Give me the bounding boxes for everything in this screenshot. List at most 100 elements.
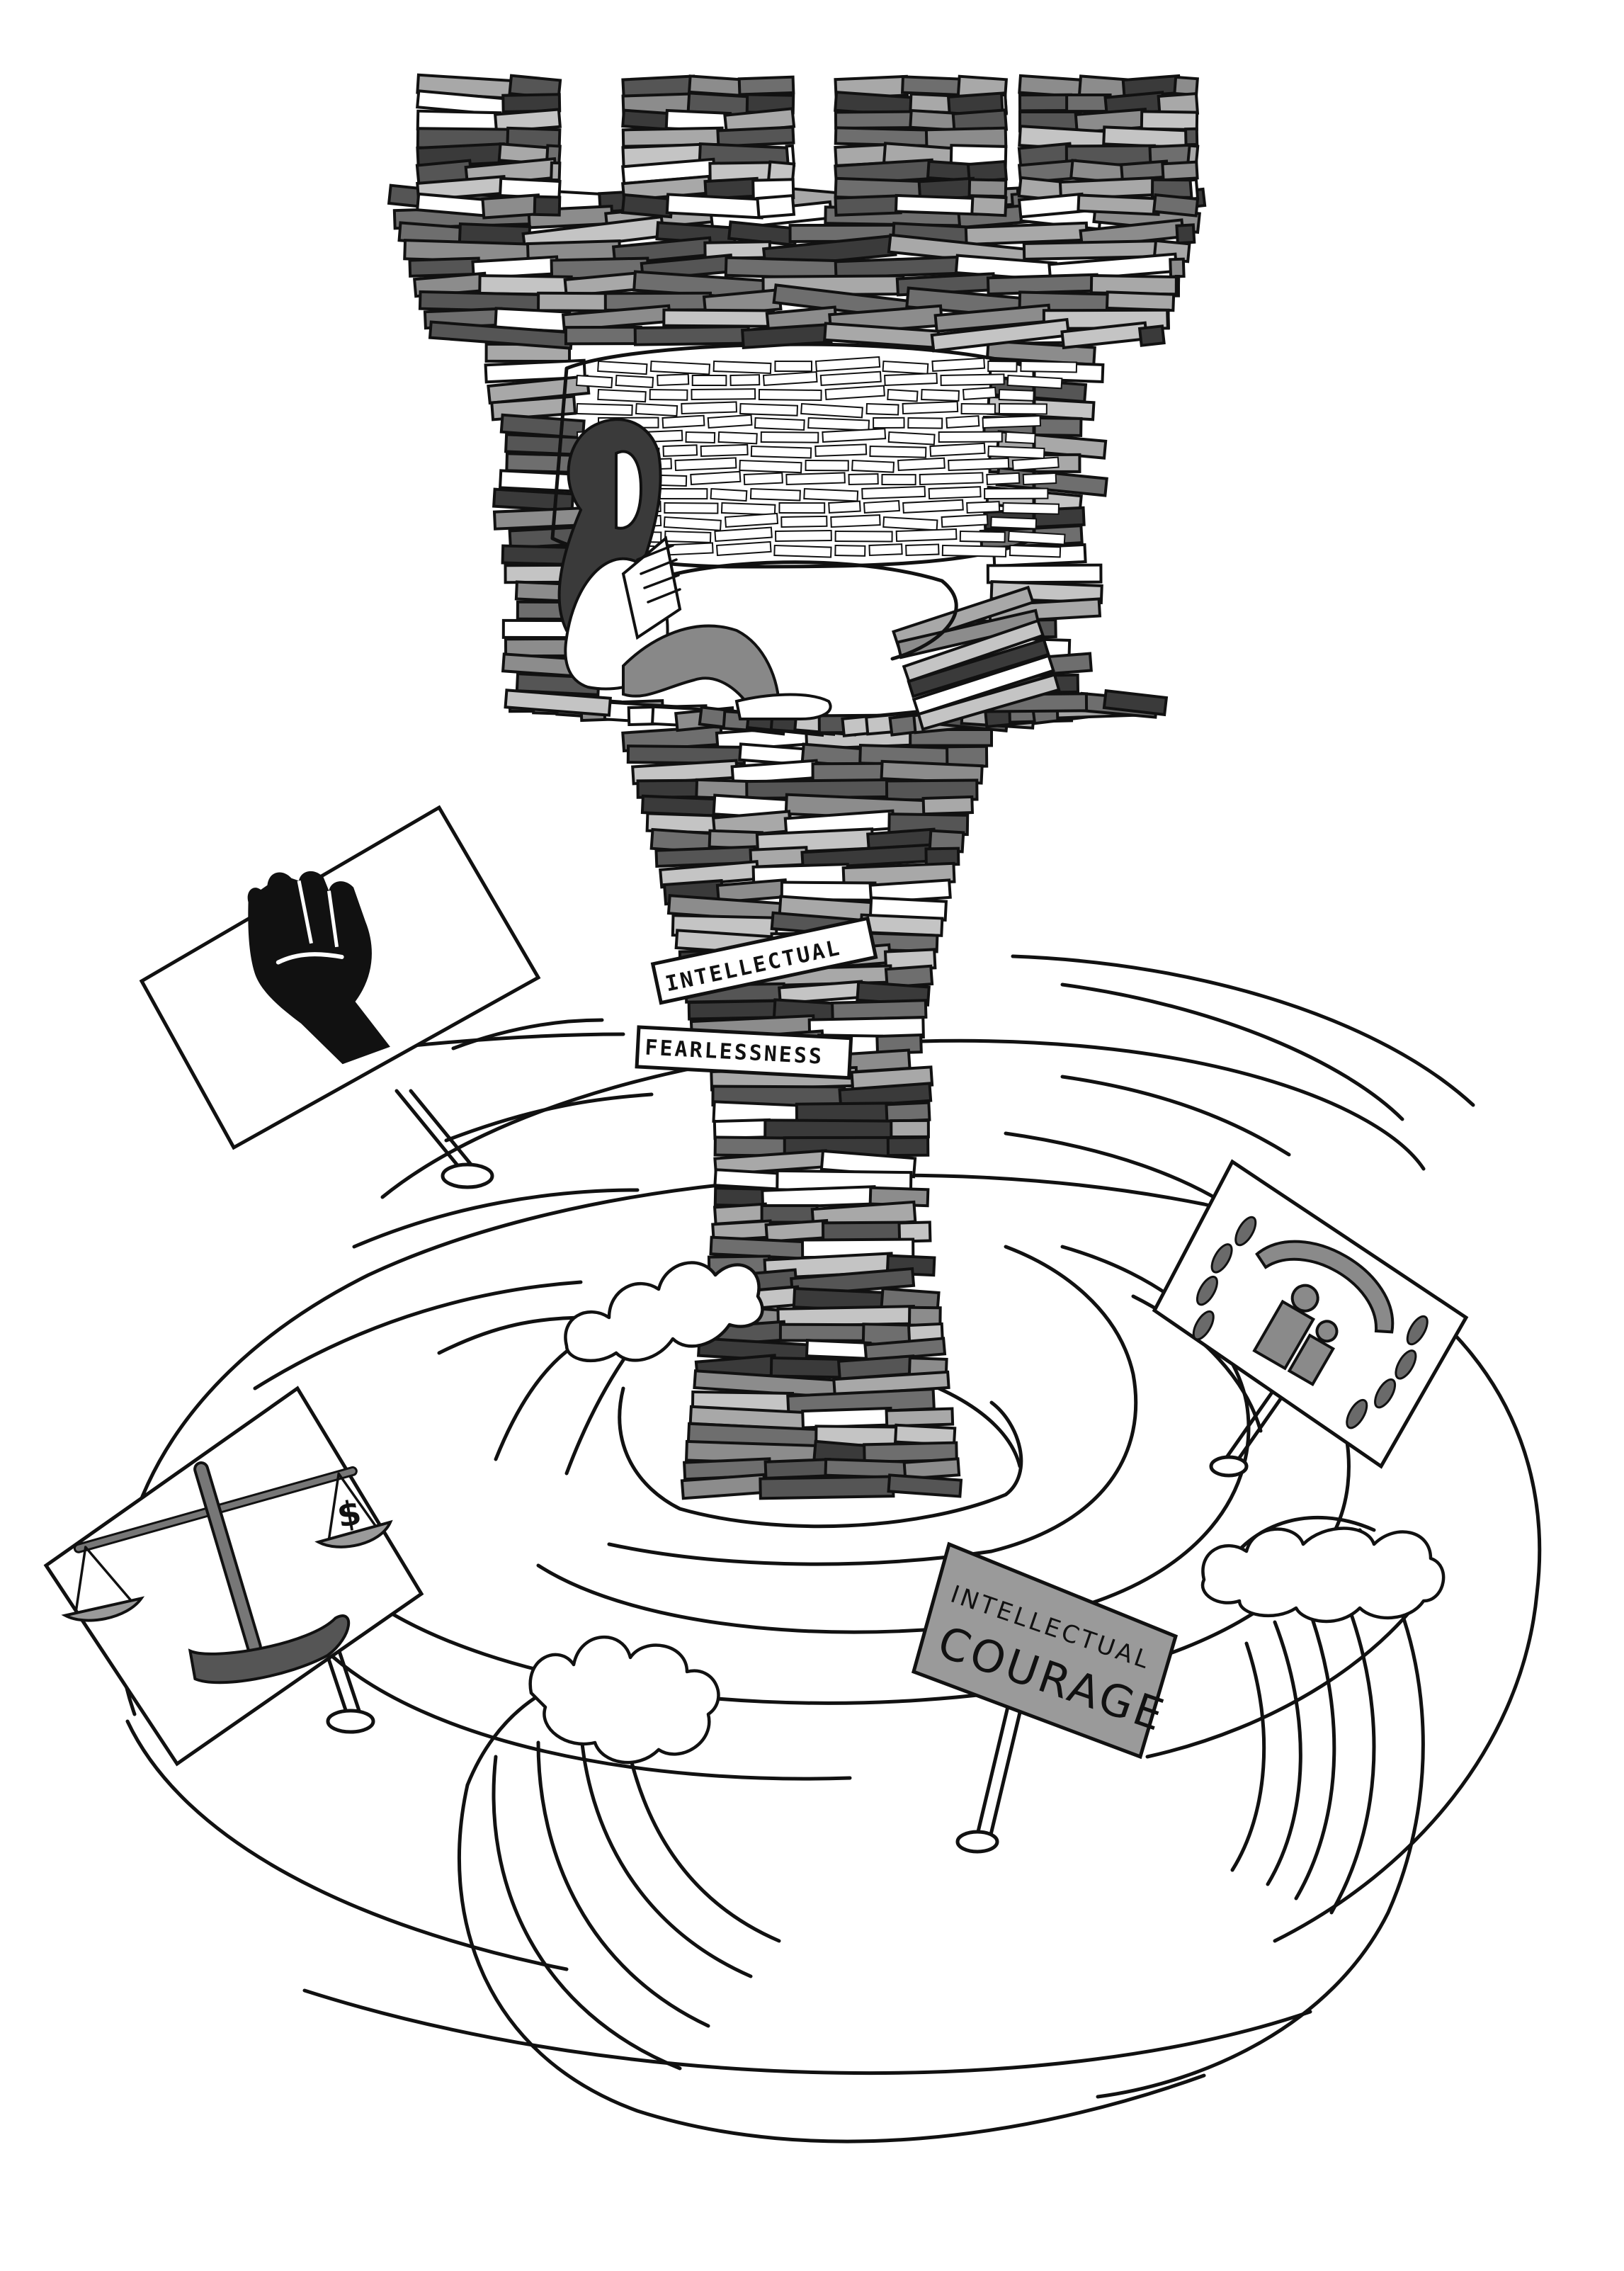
brick [941, 514, 989, 528]
brick [895, 528, 958, 543]
book [550, 161, 562, 182]
brick [1006, 374, 1063, 390]
book [894, 193, 979, 216]
book [885, 1407, 955, 1428]
person-reading-book-icon [557, 418, 832, 720]
brick [882, 516, 938, 531]
brick [1020, 360, 1078, 373]
book [1169, 257, 1186, 278]
brick [887, 431, 936, 446]
book [1161, 160, 1199, 182]
human-rights-sign [1152, 1159, 1469, 1478]
tower-foam [564, 1261, 764, 1363]
brick [960, 402, 996, 415]
brick [690, 470, 742, 486]
brick [873, 417, 905, 429]
book [716, 125, 795, 148]
brick [635, 402, 678, 417]
brick [807, 417, 870, 431]
brick [724, 512, 779, 528]
brick [774, 360, 813, 373]
brick [674, 457, 737, 472]
brick [851, 459, 895, 473]
brick [649, 360, 711, 375]
inner-brick-wall [550, 342, 1078, 661]
scales-of-justice-icon: $ [61, 1461, 393, 1684]
brick [664, 530, 712, 543]
brick [907, 417, 943, 429]
brick [805, 459, 849, 472]
brick [657, 373, 690, 387]
brick [834, 544, 866, 557]
brick [720, 502, 776, 516]
book [1140, 110, 1199, 132]
brick [597, 388, 647, 403]
book [890, 1118, 930, 1139]
brick [778, 502, 826, 514]
brick [834, 530, 893, 543]
book [1152, 193, 1200, 217]
book [834, 126, 933, 148]
brick [941, 544, 1007, 557]
book [621, 108, 674, 131]
brick [714, 526, 773, 543]
book [564, 325, 642, 346]
book [737, 75, 795, 96]
brick [881, 473, 916, 486]
book [687, 999, 780, 1021]
brick [1011, 456, 1060, 472]
book [916, 673, 1061, 731]
brick [1022, 472, 1057, 486]
book [986, 273, 1099, 296]
book [930, 317, 1071, 353]
brick [940, 373, 1005, 387]
brick [707, 414, 753, 429]
brick [946, 415, 980, 429]
brick [664, 502, 719, 514]
brick [597, 360, 648, 375]
book [887, 1473, 963, 1498]
brick [780, 515, 828, 528]
book [504, 689, 612, 717]
brick [729, 374, 761, 387]
brick [966, 501, 1001, 514]
brick [868, 543, 903, 557]
book [749, 846, 809, 869]
brick [710, 487, 748, 502]
book [834, 194, 902, 217]
book [633, 324, 750, 346]
brick [887, 388, 919, 402]
brick [861, 485, 926, 500]
brick [828, 500, 861, 514]
brick [1002, 502, 1060, 515]
tower-crown-books [387, 73, 1207, 353]
brick [715, 540, 772, 557]
brick [987, 360, 1018, 373]
brick [863, 499, 900, 514]
book [778, 1323, 870, 1342]
brick [984, 487, 1049, 500]
book [964, 221, 1089, 247]
book [1102, 689, 1169, 717]
book [763, 1458, 832, 1480]
raised-fist-icon [247, 871, 390, 1065]
brick [750, 445, 812, 459]
brick [649, 388, 688, 401]
book [986, 563, 1103, 584]
brick [938, 431, 1003, 443]
brick [754, 417, 805, 431]
fist-sign [139, 805, 541, 1189]
wave-right [1096, 1515, 1446, 2099]
brick [760, 431, 819, 443]
book [909, 108, 960, 132]
brick [830, 514, 881, 528]
book [759, 1475, 895, 1500]
brick [902, 499, 964, 514]
brick [712, 360, 772, 375]
book [1018, 93, 1073, 113]
brick [948, 457, 1010, 472]
courage-sign: INTELLECTUAL COURAGE [911, 1541, 1179, 1854]
brick [1009, 544, 1062, 558]
brick [902, 400, 959, 415]
